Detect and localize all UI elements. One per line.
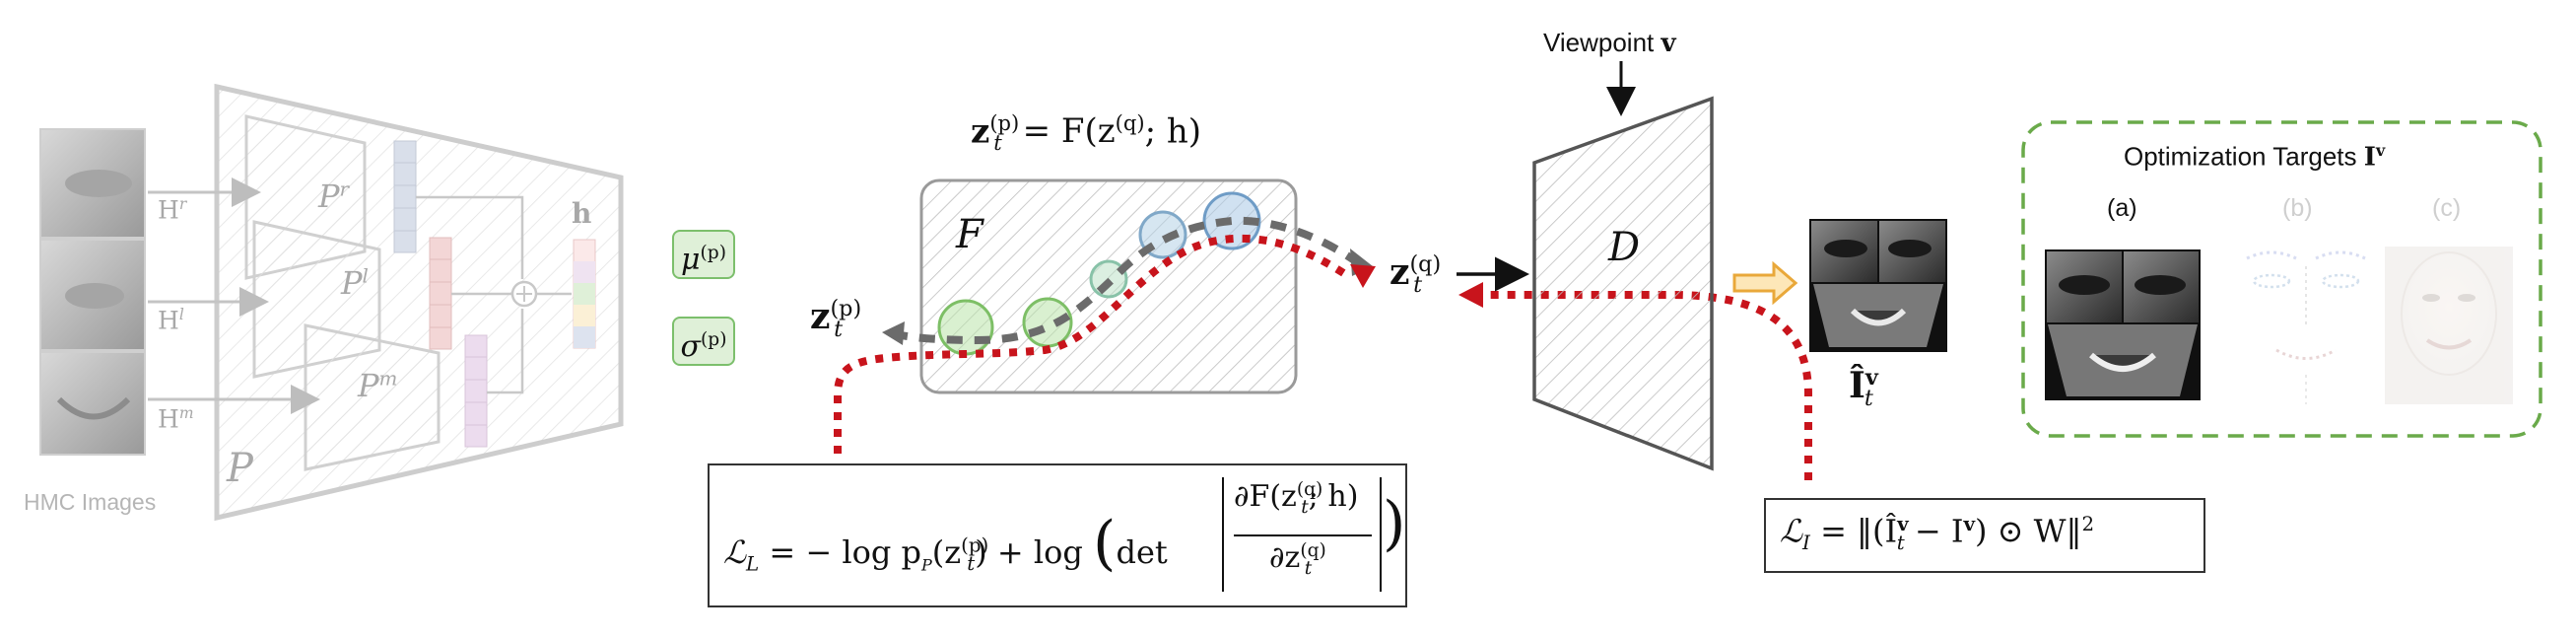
zp-label: z(p)t (810, 296, 862, 343)
hmc-images-label: HMC Images (24, 489, 157, 515)
mu-chip: μ(p) (672, 230, 735, 279)
gray-arrowhead-left (882, 321, 905, 345)
hmc-image-mouth (41, 353, 144, 454)
decoder-d (1532, 96, 1714, 471)
viewpoint-label: Viewpoint v (1543, 28, 1676, 58)
decoder-label: D (1608, 225, 1641, 270)
hmc-image-stack (39, 128, 146, 456)
loss-l-denominator: ∂z(q)t (1269, 540, 1326, 579)
feature-column-l (429, 237, 452, 350)
sigma-chip: σ(p) (672, 317, 735, 366)
sub-encoder-label-pl: Pl (341, 264, 369, 302)
flow-equation: z(p)t = F(z(q); h) (971, 110, 1202, 156)
encoder-p (148, 83, 624, 522)
input-label-hr: Hr (158, 195, 187, 225)
feature-column-m (464, 334, 488, 448)
target-landmarks-b (2246, 250, 2366, 404)
h-feature-column (573, 239, 596, 349)
loss-i-equation: ℒI = ‖(Îvt − Iv) ⊙ W‖2 (1780, 512, 2095, 555)
target-label-c: (c) (2432, 194, 2462, 222)
red-gradient-path (834, 234, 1348, 454)
sub-encoder-pm (304, 323, 441, 471)
target-image-a (2045, 249, 2201, 400)
input-label-hm: Hm (158, 404, 194, 434)
red-arrowhead-upper (1350, 264, 1376, 288)
input-label-hl: Hl (158, 306, 184, 335)
output-arrow-icon (1732, 260, 1798, 306)
targets-title: Optimization Targets Iv (2124, 141, 2386, 173)
decoded-face-image (1809, 219, 1947, 352)
gray-flow-path (890, 216, 1363, 345)
encoder-label: P (227, 446, 253, 491)
sub-encoder-label-pr: Pr (318, 178, 350, 215)
target-label-b: (b) (2282, 194, 2313, 222)
targets-frame (2021, 120, 2542, 438)
red-arrowhead-right (1458, 282, 1483, 308)
sub-encoder-label-pm: Pm (358, 367, 398, 404)
h-label: h (572, 197, 592, 230)
loss-l-box: ℒL = − log pP(z(p)t) + log (det ∂F(z(q)t… (708, 463, 1407, 607)
target-photo-c (2385, 247, 2513, 404)
loss-l-equation: ℒL = − log pP(z(p)t) + log (det (723, 509, 1168, 578)
zq-label: z(q)t (1390, 251, 1442, 299)
flow-box-label: F (956, 212, 983, 257)
loss-i-box: ℒI = ‖(Îvt − Iv) ⊙ W‖2 (1764, 498, 2205, 573)
loss-l-numerator: ∂F(z(q)t; h) (1234, 479, 1359, 518)
target-label-a: (a) (2107, 194, 2137, 222)
feature-column-r (393, 140, 417, 253)
decoded-image-symbol: Îvt (1849, 365, 1878, 412)
